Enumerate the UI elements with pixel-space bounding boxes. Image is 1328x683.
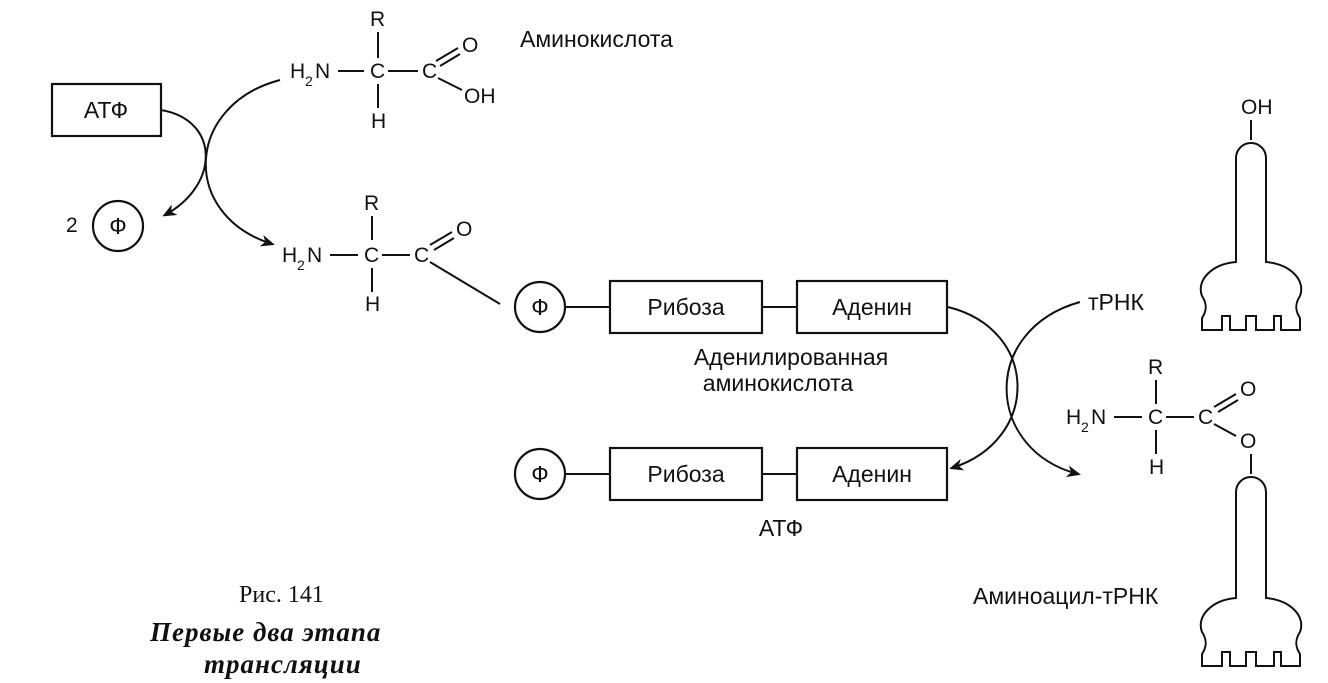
aa-o: O: [462, 34, 478, 57]
aat-c-alpha: C: [1148, 406, 1163, 429]
ad-bond-to-phosphate: [429, 261, 501, 305]
adenylated-phosphate-symbol: Ф: [531, 294, 549, 320]
ad-h-sub: 2: [297, 257, 305, 273]
aa-c-alpha: C: [370, 60, 385, 83]
aa-n: N: [315, 60, 330, 83]
figure-number: Рис. 141: [239, 582, 324, 608]
aa-c-carboxyl: C: [422, 60, 437, 83]
phosphate-coefficient: 2: [66, 214, 78, 237]
arrow-adenylate-to-atp: [947, 306, 1019, 471]
arrow-trna-to-aminoacyl: [1005, 301, 1081, 478]
adenylated-adenine-label: Аденин: [832, 294, 912, 320]
ad-r: R: [364, 192, 379, 215]
adenylated-structure: R H 2 N C C O H: [282, 192, 501, 316]
ad-h: H: [282, 244, 297, 267]
ad-n: N: [307, 244, 322, 267]
aminoacyl-trna-label: Аминоацил-тРНК: [973, 583, 1159, 609]
trna-oh: OH: [1241, 96, 1273, 119]
phosphate-circle: [91, 199, 145, 253]
aa-h-bottom: H: [371, 110, 386, 133]
aa-bond-o2: [439, 53, 461, 67]
aat-c-carboxyl: C: [1198, 406, 1213, 429]
adenylated-adenine-box: [795, 279, 949, 335]
atp-adenine-box: [795, 446, 949, 502]
atp-box-label: АТФ: [84, 97, 128, 123]
aa-bond-o1: [435, 47, 459, 62]
ad-h-bottom: H: [365, 293, 380, 316]
figure-title-line2: трансляции: [204, 649, 362, 679]
ad-bond-o1: [429, 231, 453, 246]
aminoacyl-structure: R H 2 N C C O O H: [1066, 356, 1256, 479]
aat-r: R: [1148, 356, 1163, 379]
aat-bond-olink: [1213, 423, 1237, 437]
aat-h-bottom: H: [1149, 456, 1164, 479]
adenylated-caption-2: аминокислота: [703, 370, 854, 396]
ad-c-carboxyl: C: [414, 244, 429, 267]
aat-o-link: O: [1240, 430, 1256, 453]
amino-acid-structure: R H 2 N C C O OH H: [290, 8, 496, 133]
ad-c-alpha: C: [364, 244, 379, 267]
atp-caption: АТФ: [759, 515, 803, 541]
trna-label: тРНК: [1088, 289, 1144, 315]
ad-o: O: [456, 218, 472, 241]
atp-adenine-label: Аденин: [832, 461, 912, 487]
aat-o: O: [1240, 378, 1256, 401]
aat-bond-o2: [1217, 399, 1239, 413]
aa-oh: OH: [464, 85, 496, 108]
adenylated-ribose-label: Рибоза: [647, 294, 724, 320]
phosphate-symbol: Ф: [109, 213, 127, 239]
amino-acid-label: Аминокислота: [520, 26, 673, 52]
aat-bond-o1: [1213, 393, 1237, 408]
aat-n: N: [1091, 406, 1106, 429]
aat-h: H: [1066, 406, 1081, 429]
arrow-aa-to-adenylate: [204, 79, 281, 247]
aa-h-sub: 2: [305, 73, 313, 89]
ad-bond-o2: [433, 237, 455, 251]
aa-bond-oh: [437, 77, 463, 91]
arrow-atp-to-phosphate: [160, 109, 207, 217]
atp-phosphate-symbol: Ф: [531, 461, 549, 487]
aa-r: R: [370, 8, 385, 31]
adenylated-caption-1: Аденилированная: [694, 344, 888, 370]
aminoacyl-trna-shape: [1199, 476, 1303, 667]
atp-ribose-label: Рибоза: [647, 461, 724, 487]
aa-h: H: [290, 60, 305, 83]
aat-h-sub: 2: [1081, 419, 1089, 435]
trna-shape: [1199, 142, 1303, 331]
figure-title-line1: Первые два этапа: [149, 617, 381, 647]
atp-ribose-box: [608, 446, 764, 502]
